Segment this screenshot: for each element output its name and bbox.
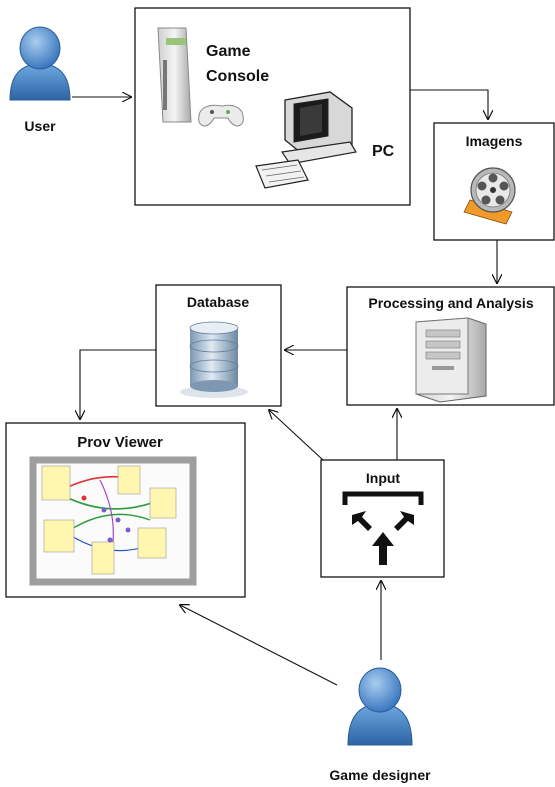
pc-icon [255, 91, 357, 189]
game-console-label-line2: Console [206, 68, 269, 85]
prov-viewer-label: Prov Viewer [77, 434, 163, 451]
database-label: Database [187, 294, 249, 310]
arrow-designer-to-prov-viewer [180, 605, 338, 686]
game-console-label-line1: Game [206, 43, 251, 60]
game-designer-icon [347, 667, 413, 746]
game-designer-label: Game designer [329, 767, 431, 783]
user-icon [9, 26, 71, 101]
arrow-database-to-prov-viewer [80, 349, 156, 419]
input-label: Input [366, 470, 401, 486]
server-icon [415, 317, 487, 403]
processing-label: Processing and Analysis [368, 295, 533, 311]
arrow-devices-to-imagens [410, 89, 488, 119]
provenance-graph-icon [29, 456, 197, 586]
input-arrows-icon [342, 491, 424, 565]
arrow-input-to-database [269, 410, 324, 461]
film-reel-icon [463, 167, 516, 225]
game-console-icon [157, 27, 192, 123]
database-icon [180, 321, 248, 398]
pc-label: PC [372, 143, 395, 160]
gamepad-icon [198, 104, 244, 127]
user-label: User [24, 118, 56, 134]
imagens-label: Imagens [466, 133, 523, 149]
